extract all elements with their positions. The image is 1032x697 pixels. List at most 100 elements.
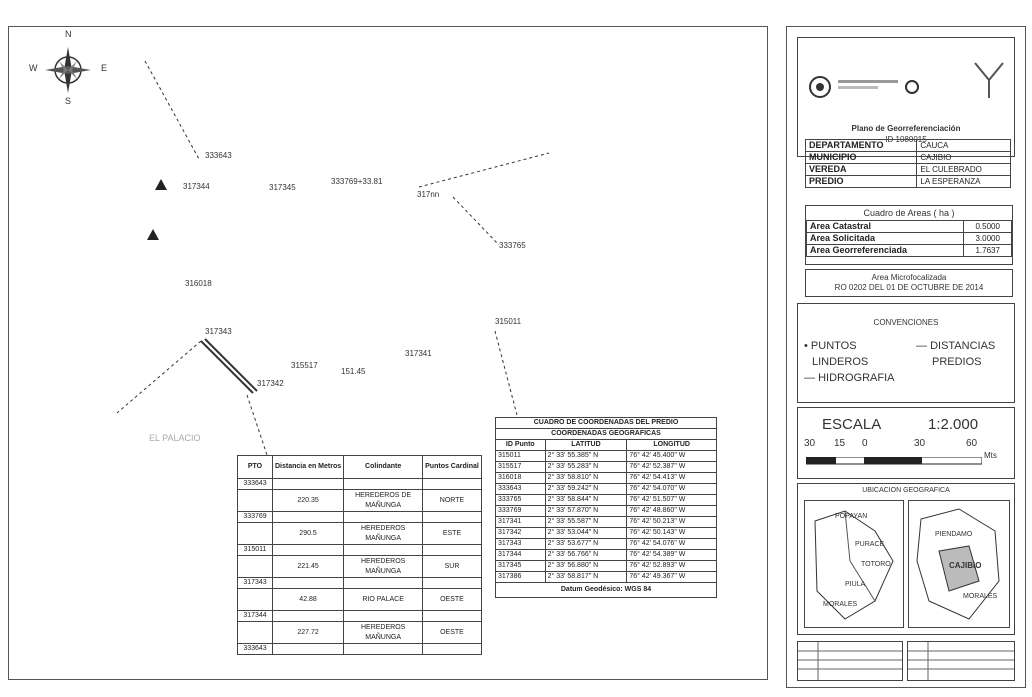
coords-cell: 76° 42' 50.143" W — [626, 527, 717, 539]
coords-cell: 317345 — [495, 560, 546, 572]
lin-cell-cardinal: OESTE — [422, 588, 482, 611]
compass-s: S — [65, 96, 72, 106]
lin-cell-pto: 333769 — [237, 511, 273, 523]
coords-cell: 316018 — [495, 472, 546, 484]
info-key: PREDIO — [804, 175, 918, 188]
coords-cell: 333765 — [495, 494, 546, 506]
coords-datum: Datum Geodésico: WGS 84 — [495, 582, 717, 598]
lin-cell-cardinal — [422, 610, 482, 622]
coords-cell: 76° 42' 48.860" W — [626, 505, 717, 517]
lin-h-col: Colindante — [343, 455, 424, 479]
point-333769: 333769+33.81 — [331, 177, 383, 186]
lin-cell-dist: 221.45 — [271, 555, 345, 578]
point-315517: 315517 — [291, 361, 318, 370]
coords-cell: 333643 — [495, 483, 546, 495]
linderos-row: 317344 — [237, 610, 482, 622]
legend-distancias: — DISTANCIAS — [916, 340, 996, 352]
coords-cell: 76° 42' 54.389" W — [626, 549, 717, 561]
map-frame[interactable]: N S W E 333643 317344 317345 333769+33.8… — [8, 26, 768, 680]
lin-cell-pto — [237, 588, 273, 611]
coords-cell: 76° 42' 50.213" W — [626, 516, 717, 528]
lin-cell-colindante: HEREDEROS DE MAÑUNGA — [343, 489, 424, 512]
lin-cell-dist: 227.72 — [271, 621, 345, 644]
scale-tick-1: 15 — [834, 438, 846, 449]
coords-cell: 2° 33' 58.817" N — [544, 571, 628, 583]
legend-hidro: — HIDROGRAFIA — [804, 372, 895, 384]
side-panel: Plano de Georreferenciación ID 1080015 D… — [786, 26, 1026, 688]
coords-cell: 2° 33' 59.242" N — [544, 483, 628, 495]
lin-cell-pto: 333643 — [237, 478, 273, 490]
mini1-2: TOTORO — [861, 561, 891, 568]
legend-box: CONVENCIONES • PUNTOS — DISTANCIAS LINDE… — [797, 303, 1015, 403]
lin-cell-pto — [237, 522, 273, 545]
coords-cell: 315517 — [495, 461, 546, 473]
lin-cell-colindante: HEREDEROS MAÑUNGA — [343, 522, 424, 545]
point-317341: 317341 — [405, 349, 432, 358]
legend-predios: PREDIOS — [932, 356, 982, 368]
lin-cell-pto: 317343 — [237, 577, 273, 589]
scale-tick-3: 30 — [914, 438, 926, 449]
lin-cell-pto — [237, 555, 273, 578]
info-key: DEPARTAMENTO — [804, 139, 918, 152]
mini1-0: POPAYAN — [835, 513, 868, 520]
lin-cell-cardinal — [422, 577, 482, 589]
lin-cell-dist — [271, 610, 345, 622]
minimap-1: POPAYAN PURACE TOTORO PIULA MORALES — [804, 500, 904, 628]
point-316018: 316018 — [185, 279, 212, 288]
compass-icon — [33, 35, 103, 105]
area-key: Area Catastral — [805, 220, 965, 233]
area-value: 0.5000 — [963, 220, 1012, 233]
linderos-row: 333643 — [237, 643, 482, 655]
emblem-icon — [970, 58, 1008, 107]
scale-bar — [805, 452, 983, 470]
legend-title: CONVENCIONES — [873, 318, 939, 327]
compass-w: W — [29, 63, 38, 73]
coords-subtitle: COORDENADAS GEOGRAFICAS — [495, 428, 717, 440]
coords-h-lat: LATITUD — [544, 439, 628, 451]
lin-cell-cardinal — [422, 544, 482, 556]
coords-cell: 2° 33' 55.283" N — [544, 461, 628, 473]
coords-cell: 76° 42' 52.893" W — [626, 560, 717, 572]
lin-h-pto: PTO — [237, 455, 273, 479]
compass-e: E — [101, 63, 108, 73]
lin-h-dist: Distancia en Metros — [271, 455, 345, 479]
lin-cell-colindante — [343, 610, 424, 622]
area-value: 1.7637 — [963, 244, 1012, 257]
compass-n: N — [65, 29, 72, 39]
logo-icon — [808, 72, 958, 107]
lin-cell-colindante — [343, 643, 424, 655]
coords-cell: 76° 42' 51.507" W — [626, 494, 717, 506]
lin-cell-colindante: HEREDEROS MAÑUNGA — [343, 621, 424, 644]
lin-cell-dist: 220.35 — [271, 489, 345, 512]
distance-label: 151.45 — [341, 367, 366, 376]
coords-cell: 76° 42' 54.076" W — [626, 538, 717, 550]
lin-cell-dist — [271, 577, 345, 589]
coords-cell: 315011 — [495, 450, 546, 462]
coords-h-lon: LONGITUD — [626, 439, 717, 451]
mini1-3: PIULA — [845, 581, 866, 588]
micro-res: RO 0202 DEL 01 DE OCTUBRE DE 2014 — [834, 283, 984, 292]
info-key: VEREDA — [804, 163, 918, 176]
info-value: EL CULEBRADO — [916, 163, 1011, 176]
coords-cell: 2° 33' 58.844" N — [544, 494, 628, 506]
lin-cell-dist — [271, 511, 345, 523]
lin-cell-cardinal: NORTE — [422, 489, 482, 512]
linderos-row: 333769 — [237, 511, 482, 523]
lin-cell-colindante: RIO PALACE — [343, 588, 424, 611]
area-key: Area Solicitada — [805, 232, 965, 245]
coords-cell: 76° 42' 49.367" W — [626, 571, 717, 583]
coords-cell: 317343 — [495, 538, 546, 550]
info-key: MUNICIPIO — [804, 151, 918, 164]
info-value: CAUCA — [916, 139, 1011, 152]
map-lines — [116, 60, 550, 456]
